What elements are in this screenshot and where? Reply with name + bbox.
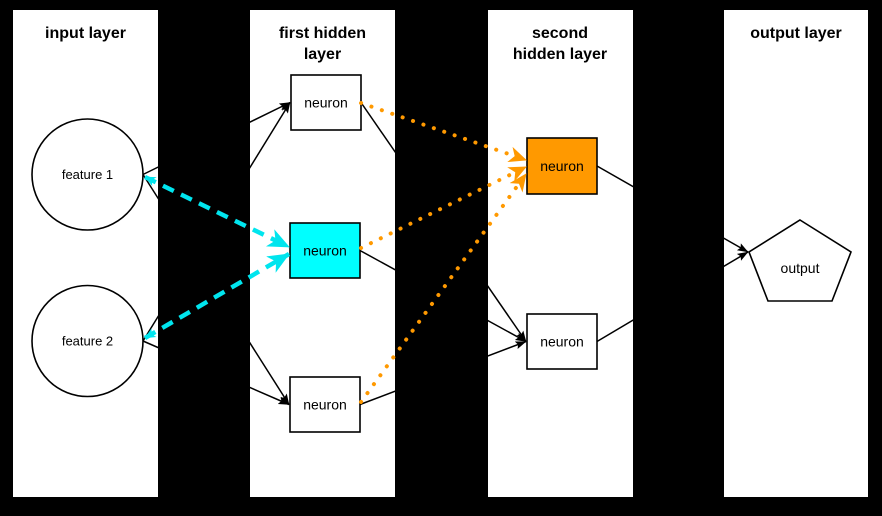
edge-feature1-hidden1mid-highlight xyxy=(144,174,290,250)
edge-feature2-hidden1bottom xyxy=(142,340,290,406)
node-hidden2-top xyxy=(526,137,598,195)
node-hidden1-mid-label: neuron xyxy=(303,243,347,259)
edge-hidden1top-hidden2top-highlight xyxy=(359,101,528,163)
node-feature-2-label: feature 2 xyxy=(62,334,113,349)
node-output xyxy=(748,219,852,302)
title-input-layer: input layer xyxy=(45,25,126,42)
node-hidden2-top-label: neuron xyxy=(540,158,584,174)
panel-input-layer xyxy=(13,10,158,497)
edge-hidden1bottom-hidden2bottom xyxy=(359,340,527,406)
edge-hidden2top-output xyxy=(596,165,749,253)
title-second-hidden-line2: hidden layer xyxy=(513,46,607,63)
edge-hidden1top-hidden2bottom xyxy=(360,102,527,342)
edge-hidden2bottom-output xyxy=(596,251,749,343)
title-first-hidden-line2: layer xyxy=(304,46,341,63)
node-hidden1-bottom xyxy=(289,376,361,433)
edge-feature2-hidden1mid-highlight xyxy=(143,252,291,340)
edge-hidden1mid-hidden2top-highlight xyxy=(359,165,528,250)
node-hidden1-bottom-label: neuron xyxy=(303,397,347,413)
title-second-hidden-line1: second xyxy=(532,25,588,42)
node-hidden1-top xyxy=(290,74,362,131)
edge-feature1-hidden1top xyxy=(142,101,291,176)
title-output-layer: output layer xyxy=(750,25,842,42)
node-hidden2-bottom xyxy=(526,313,598,370)
node-hidden1-top-label: neuron xyxy=(304,95,348,111)
node-feature-1-label: feature 1 xyxy=(62,167,113,182)
title-first-hidden-line1: first hidden xyxy=(279,25,366,42)
node-output-label: output xyxy=(781,260,820,276)
edge-hidden1mid-hidden2bottom xyxy=(359,249,527,343)
node-hidden2-bottom-label: neuron xyxy=(540,334,584,350)
panel-second-hidden-layer xyxy=(488,10,633,497)
